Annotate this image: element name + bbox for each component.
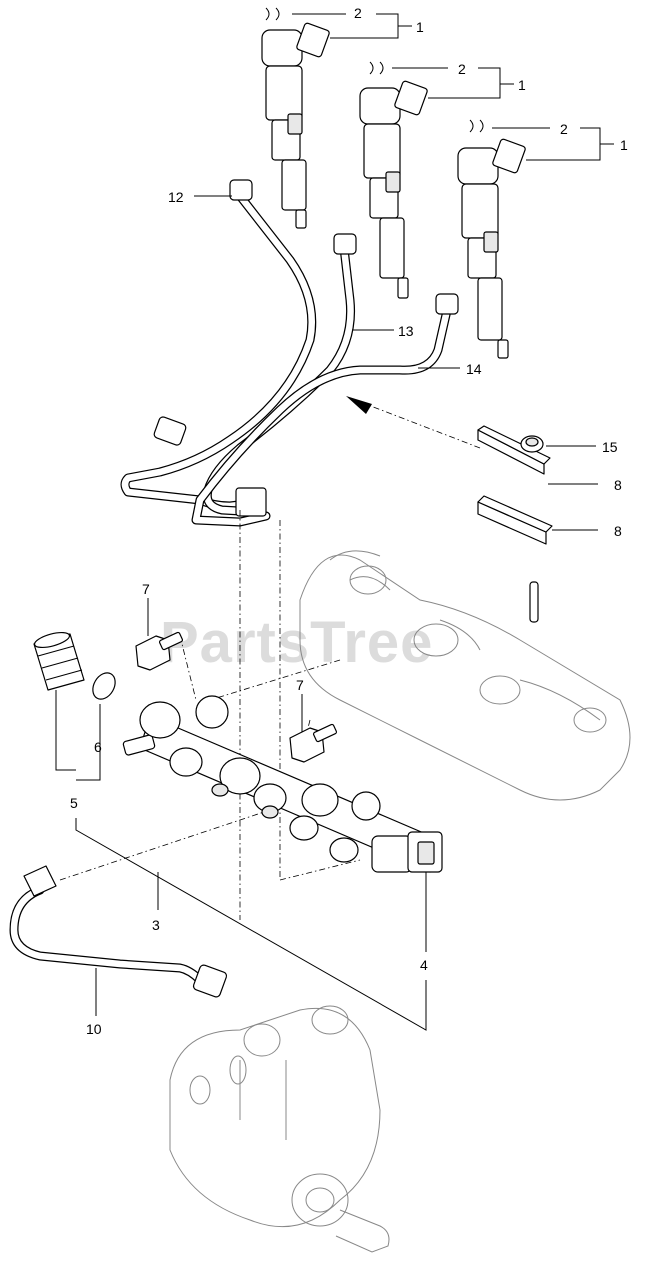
- assembly-arrow: [346, 396, 481, 449]
- cylinder-head-ghost: [299, 550, 631, 801]
- watermark: PartsTree: [160, 610, 433, 675]
- callout-5: 5: [70, 795, 78, 811]
- callout-8a: 8: [614, 477, 622, 493]
- callout-1c: 1: [620, 137, 628, 153]
- injector-1: [261, 7, 330, 229]
- callout-1b: 1: [518, 77, 526, 93]
- callouts: 2 1 2 1 2 1 12 13 14 15 8 8 7 7 6 5 3 4 …: [70, 5, 628, 1037]
- pipe-clamps: [477, 425, 553, 623]
- callout-8b: 8: [614, 523, 622, 539]
- bolt-lower: [289, 723, 338, 763]
- callout-leaders-top: [292, 13, 614, 161]
- bolt-upper: [135, 631, 184, 671]
- fuel-pump-ghost: [169, 1005, 390, 1253]
- callout-2a: 2: [354, 5, 362, 21]
- callout-1a: 1: [416, 19, 424, 35]
- pressure-sensor: [371, 831, 443, 873]
- callout-7a: 7: [142, 581, 150, 597]
- callout-4: 4: [420, 957, 428, 973]
- injector-3: [457, 119, 526, 359]
- callout-7b: 7: [296, 677, 304, 693]
- callout-10: 10: [86, 1021, 102, 1037]
- callout-2c: 2: [560, 121, 568, 137]
- injector-pipes: [120, 179, 459, 527]
- dashed-assembly-lines: [59, 510, 361, 920]
- callout-13: 13: [398, 323, 414, 339]
- callout-2b: 2: [458, 61, 466, 77]
- leader-5-6: [55, 690, 101, 781]
- common-rail: [122, 695, 441, 873]
- injector-2: [359, 61, 428, 299]
- rail-cap: [33, 631, 85, 691]
- callout-6: 6: [94, 739, 102, 755]
- callout-14: 14: [466, 361, 482, 377]
- feed-pipe: [9, 865, 228, 998]
- callout-12: 12: [168, 189, 184, 205]
- o-ring: [92, 672, 116, 700]
- leader-5-4: [75, 818, 427, 1031]
- callout-3: 3: [152, 917, 160, 933]
- callout-15: 15: [602, 439, 618, 455]
